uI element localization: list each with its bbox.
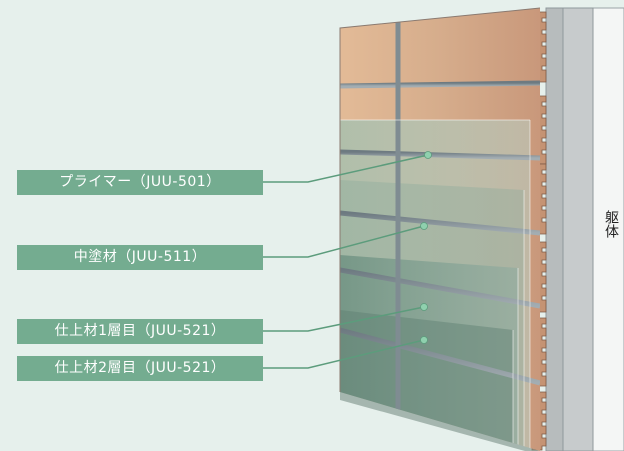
tile-face xyxy=(340,8,540,451)
label-finish-layer-2: 仕上材2層目（JUU-521） xyxy=(17,356,263,381)
label-finish-layer-1: 仕上材1層目（JUU-521） xyxy=(17,319,263,344)
substrate-layer-outer xyxy=(562,7,594,451)
label-wall-body: 躯体 xyxy=(603,210,619,238)
substrate-layer-inner xyxy=(545,7,564,451)
coating-finish-2 xyxy=(340,310,513,451)
label-primer: プライマー（JUU-501） xyxy=(17,170,263,195)
leader-dots xyxy=(420,151,432,344)
leader-lines xyxy=(263,154,429,369)
label-mid-coat: 中塗材（JUU-511） xyxy=(17,245,263,270)
horizontal-joints xyxy=(340,80,540,386)
